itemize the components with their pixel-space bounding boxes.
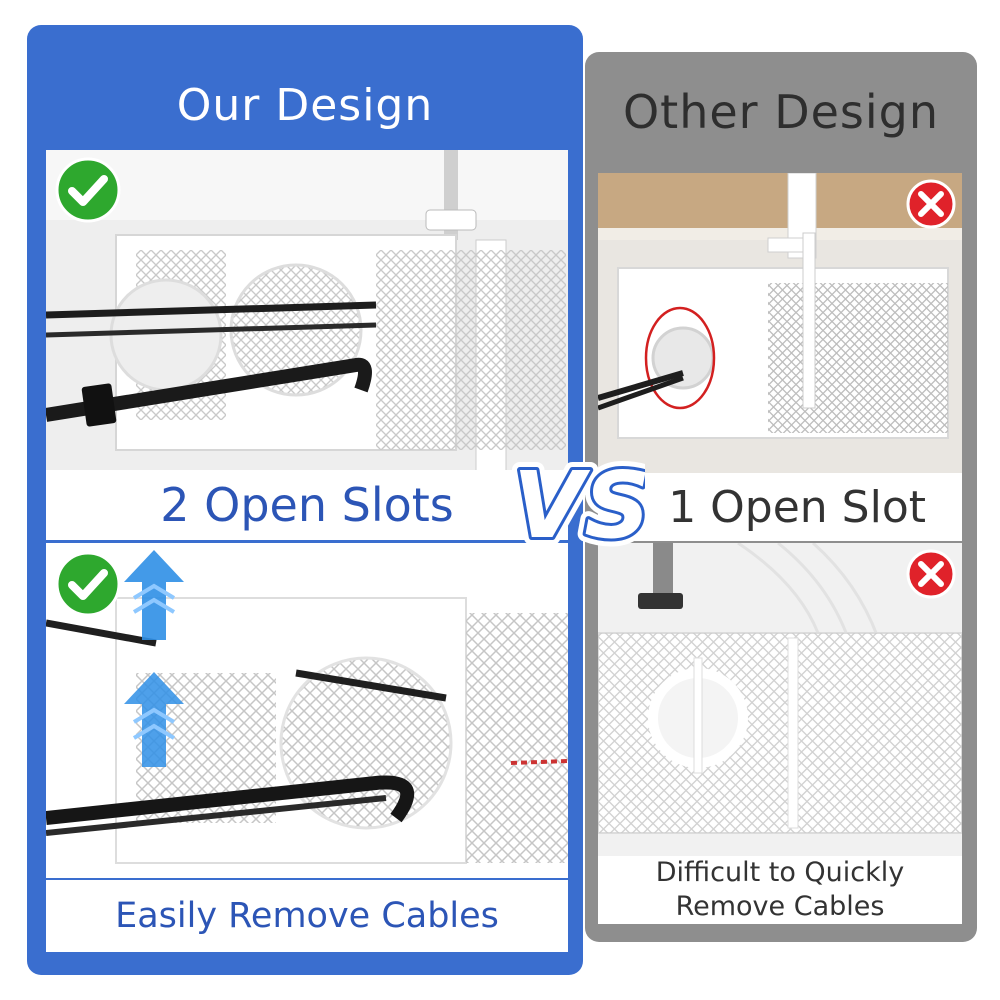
- one-open-slot-label: 1 Open Slot: [598, 473, 962, 541]
- cross-icon: [906, 179, 956, 229]
- difficult-remove-line2: Remove Cables: [675, 891, 885, 922]
- vs-emblem: VS VS VS: [505, 444, 658, 567]
- up-arrow-icon-lower: [122, 672, 187, 767]
- one-open-slot-text: 1 Open Slot: [668, 481, 926, 533]
- up-arrow-icon: [122, 550, 187, 640]
- easily-remove-label: Easily Remove Cables: [46, 880, 568, 952]
- check-icon-bottom: [55, 551, 121, 617]
- difficult-remove-photo: [598, 543, 962, 858]
- difficult-remove-label: Difficult to Quickly Remove Cables: [598, 856, 962, 924]
- our-design-title: Our Design: [176, 80, 434, 131]
- two-open-slots-label: 2 Open Slots: [46, 470, 568, 540]
- svg-text:VS: VS: [513, 452, 645, 559]
- check-icon: [55, 157, 121, 223]
- two-slots-photo: [46, 150, 568, 470]
- easy-remove-photo: [46, 543, 568, 878]
- cross-icon-bottom: [906, 549, 956, 599]
- other-design-title: Other Design: [622, 85, 940, 139]
- two-open-slots-text: 2 Open Slots: [160, 478, 454, 532]
- easily-remove-text: Easily Remove Cables: [115, 896, 499, 936]
- difficult-remove-line1: Difficult to Quickly: [655, 857, 905, 888]
- one-slot-photo: [598, 173, 962, 473]
- vs-text: VS: [513, 452, 645, 559]
- svg-text:VS: VS: [513, 452, 645, 559]
